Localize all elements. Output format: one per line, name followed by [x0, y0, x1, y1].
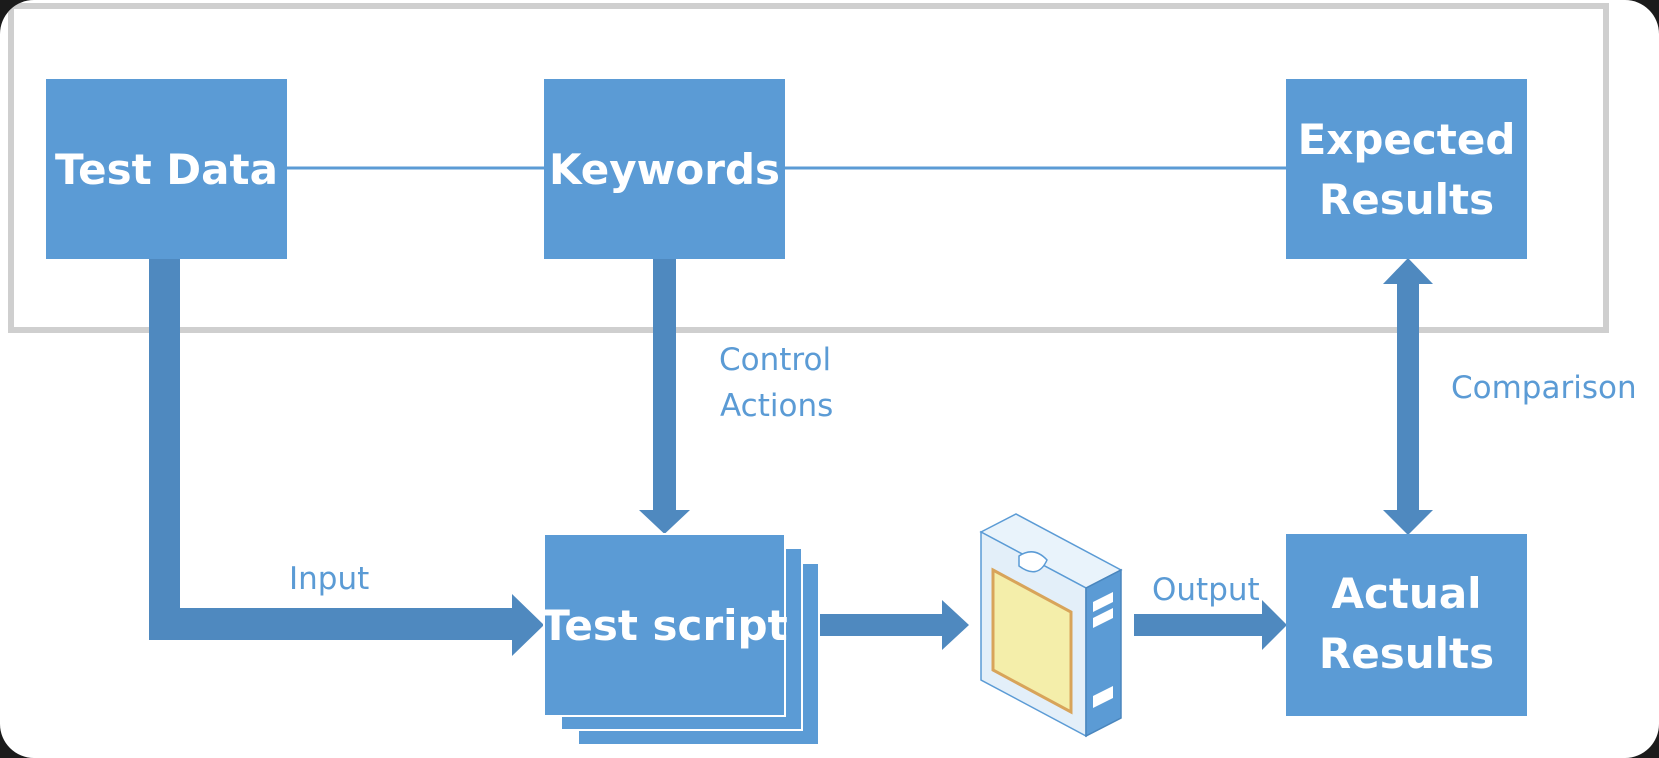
control-actions-arrow	[639, 258, 690, 534]
output-label: Output	[1152, 572, 1260, 608]
comparison-arrow	[1383, 258, 1433, 535]
script-to-app-arrow	[785, 600, 969, 650]
expected-results-label-line1: Expected	[1298, 115, 1516, 164]
test-data-label: Test Data	[55, 145, 278, 194]
input-arrow	[149, 258, 544, 656]
input-label: Input	[289, 561, 369, 597]
expected-results-box: Expected Results	[1286, 79, 1527, 259]
control-actions-label-line2: Actions	[720, 388, 833, 424]
keywords-label: Keywords	[549, 145, 780, 194]
keywords-box: Keywords	[544, 79, 785, 259]
comparison-label: Comparison	[1451, 370, 1637, 406]
test-script-stack: Test script	[541, 533, 820, 746]
test-script-box	[543, 533, 786, 717]
control-actions-label-line1: Control	[719, 342, 831, 378]
output-arrow	[1134, 600, 1287, 650]
top-row-frame	[8, 3, 1609, 333]
actual-results-label-line2: Results	[1319, 629, 1494, 678]
test-script-label: Test script	[541, 601, 787, 650]
software-box-icon	[979, 513, 1123, 738]
actual-results-box: Actual Results	[1286, 534, 1527, 716]
test-data-box: Test Data	[46, 79, 287, 259]
expected-results-label-line2: Results	[1319, 175, 1494, 224]
actual-results-label-line1: Actual	[1331, 569, 1481, 618]
